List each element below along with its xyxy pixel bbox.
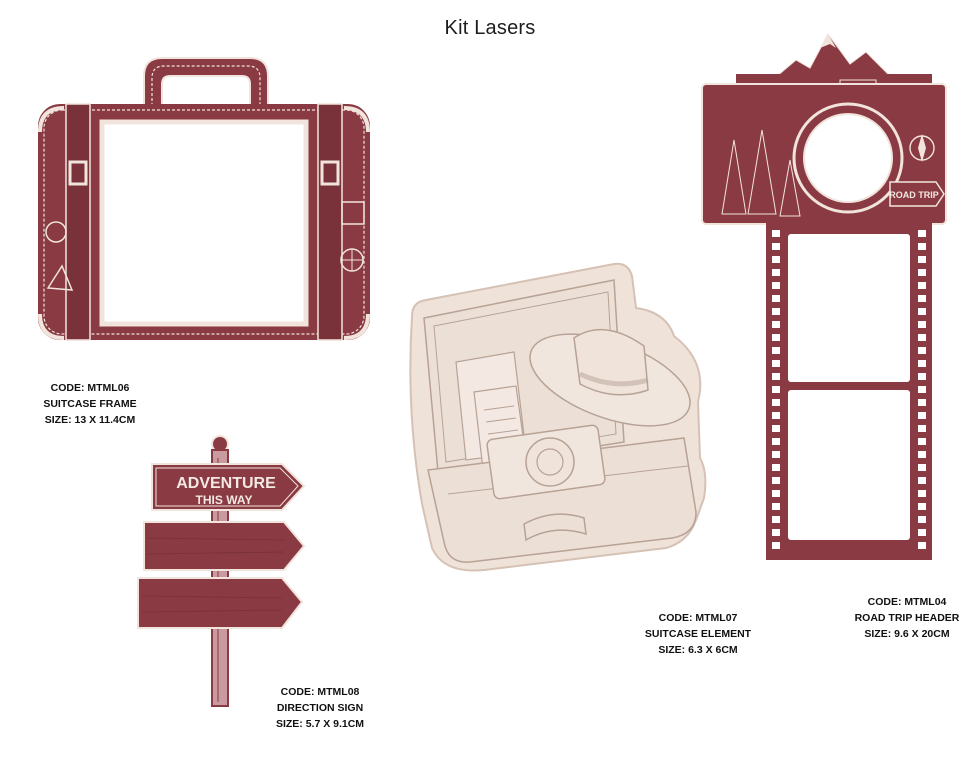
film-perforation xyxy=(772,308,780,315)
film-perforation xyxy=(918,529,926,536)
product-name: ROAD TRIP HEADER xyxy=(854,612,960,624)
film-perforation xyxy=(772,516,780,523)
sign-line-2: THIS WAY xyxy=(196,493,253,507)
film-perforation xyxy=(918,386,926,393)
road-trip-sign-text: ROAD TRIP xyxy=(889,190,939,200)
product-name: DIRECTION SIGN xyxy=(276,702,364,714)
film-perforation xyxy=(772,438,780,445)
suitcase-frame-image[interactable] xyxy=(36,52,372,344)
suitcase-element-caption: CODE: MTML07 SUITCASE ELEMENT SIZE: 6.3 … xyxy=(630,610,766,658)
product-size: SIZE: 9.6 X 20CM xyxy=(864,628,950,640)
film-perforation xyxy=(918,334,926,341)
film-perforation xyxy=(918,243,926,250)
suitcase-frame-caption: CODE: MTML06 SUITCASE FRAME SIZE: 13 X 1… xyxy=(30,380,150,428)
film-perforation xyxy=(918,412,926,419)
film-perforation xyxy=(918,256,926,263)
film-perforation xyxy=(918,295,926,302)
direction-sign-icon: ADVENTURE THIS WAY xyxy=(137,435,306,707)
product-code: CODE: MTML07 xyxy=(658,612,738,624)
film-perforations-left xyxy=(772,230,780,549)
film-perforation xyxy=(772,503,780,510)
road-trip-header-caption: CODE: MTML04 ROAD TRIP HEADER SIZE: 9.6 … xyxy=(844,594,970,642)
film-perforation xyxy=(772,464,780,471)
suitcase-frame-icon xyxy=(38,57,370,341)
film-perforation xyxy=(772,269,780,276)
direction-sign-image[interactable]: ADVENTURE THIS WAY xyxy=(134,434,306,710)
film-perforation xyxy=(918,347,926,354)
open-suitcase-icon xyxy=(409,262,707,572)
film-perforation xyxy=(918,477,926,484)
film-perforation xyxy=(772,386,780,393)
film-perforation xyxy=(918,425,926,432)
film-perforation xyxy=(918,269,926,276)
film-perforation xyxy=(772,451,780,458)
film-perforation xyxy=(772,334,780,341)
film-perforation xyxy=(918,308,926,315)
film-perforation xyxy=(772,477,780,484)
product-name: SUITCASE FRAME xyxy=(43,398,137,410)
film-perforation xyxy=(918,399,926,406)
film-perforation xyxy=(918,516,926,523)
film-perforation xyxy=(918,438,926,445)
product-name: SUITCASE ELEMENT xyxy=(644,628,752,640)
product-code: CODE: MTML04 xyxy=(867,596,947,608)
film-perforation xyxy=(918,230,926,237)
film-perforation xyxy=(772,373,780,380)
film-perforation xyxy=(772,282,780,289)
film-perforation xyxy=(772,360,780,367)
direction-sign-caption: CODE: MTML08 DIRECTION SIGN SIZE: 5.7 X … xyxy=(260,684,380,732)
sign-line-1: ADVENTURE xyxy=(176,475,276,492)
film-perforation xyxy=(918,490,926,497)
product-code: CODE: MTML08 xyxy=(280,686,360,698)
product-code: CODE: MTML06 xyxy=(50,382,130,394)
film-perforation xyxy=(772,399,780,406)
film-perforation xyxy=(772,295,780,302)
film-perforation xyxy=(918,282,926,289)
film-perforation xyxy=(772,542,780,549)
film-perforation xyxy=(772,425,780,432)
product-size: SIZE: 6.3 X 6CM xyxy=(658,644,738,656)
product-size: SIZE: 13 X 11.4CM xyxy=(44,414,136,426)
film-perforation xyxy=(772,347,780,354)
page-title: Kit Lasers xyxy=(444,17,536,39)
film-perforation xyxy=(772,243,780,250)
road-trip-header-image[interactable]: ROAD TRIP xyxy=(700,30,948,564)
camera-filmstrip-icon: ROAD TRIP xyxy=(701,33,947,560)
film-perforation xyxy=(772,230,780,237)
film-perforation xyxy=(772,529,780,536)
film-perforation xyxy=(772,256,780,263)
film-perforation xyxy=(918,503,926,510)
film-perforation xyxy=(918,321,926,328)
film-perforation xyxy=(918,464,926,471)
suitcase-element-image[interactable] xyxy=(404,262,716,574)
film-perforation xyxy=(772,321,780,328)
product-size: SIZE: 5.7 X 9.1CM xyxy=(275,718,365,730)
film-perforation xyxy=(772,412,780,419)
film-perforation xyxy=(918,360,926,367)
film-perforation xyxy=(918,373,926,380)
film-perforation xyxy=(918,542,926,549)
film-perforations-right xyxy=(918,230,926,549)
film-perforation xyxy=(918,451,926,458)
film-perforation xyxy=(772,490,780,497)
